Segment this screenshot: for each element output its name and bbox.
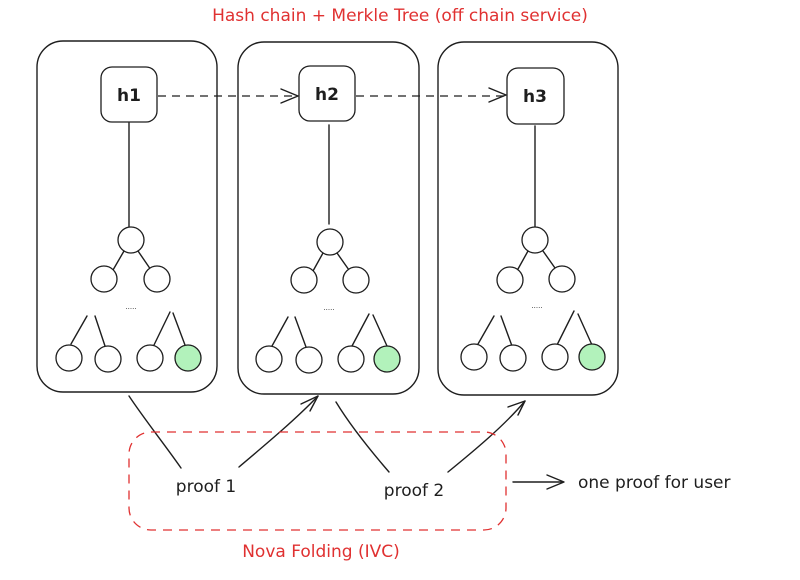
- merkle-leaf: [460, 343, 488, 371]
- merkle-leaf: [255, 345, 283, 373]
- block-2-container: [237, 41, 420, 395]
- hash-label-h1: h1: [117, 86, 141, 106]
- merkle-leaf: [295, 346, 323, 374]
- proof-1-label: proof 1: [176, 477, 236, 497]
- merkle-root-node: [316, 228, 344, 256]
- tree-edge: [70, 315, 88, 345]
- arrow-head-icon: [546, 474, 565, 490]
- tree-edge: [94, 315, 106, 347]
- merkle-inner-node: [548, 265, 576, 293]
- merkle-leaf: [541, 343, 569, 371]
- merkle-leaf: [94, 345, 122, 373]
- tree-edge: [517, 250, 529, 270]
- arrow-line: [447, 400, 526, 473]
- tree-edge: [336, 252, 350, 271]
- tree-edge: [271, 316, 289, 347]
- block-1-container: [36, 40, 218, 393]
- block-2: h2 .....: [237, 41, 420, 395]
- tree-edge: [477, 315, 495, 345]
- tree-edge: [372, 314, 388, 347]
- folding-group-label: Nova Folding (IVC): [242, 542, 400, 562]
- merkle-root-node: [521, 226, 549, 254]
- tree-edge: [577, 313, 593, 346]
- merkle-leaf-highlighted: [578, 343, 606, 371]
- tree-edge: [542, 250, 556, 269]
- block-3-container: [437, 41, 619, 396]
- arrow-head-icon: [280, 88, 299, 104]
- tree-edge: [312, 252, 324, 272]
- tree-ellipsis: .....: [323, 304, 334, 312]
- merkle-leaf: [136, 344, 164, 372]
- hash-chain-arrow-h2-h3: [356, 87, 507, 103]
- tree-edge: [153, 311, 171, 346]
- tree-edge: [556, 310, 575, 346]
- hash-chain-arrow-h1-h2: [158, 88, 299, 104]
- block-1: h1 .....: [36, 40, 218, 393]
- tree-ellipsis: .....: [125, 303, 136, 311]
- merkle-inner-node: [290, 266, 318, 294]
- output-label: one proof for user: [578, 473, 731, 493]
- tree-edge: [500, 315, 513, 347]
- merkle-root-node: [117, 226, 145, 254]
- hash-label-h3: h3: [523, 87, 547, 107]
- tree-edge: [172, 312, 186, 346]
- diagram-title: Hash chain + Merkle Tree (off chain serv…: [212, 6, 588, 26]
- hash-label-h2: h2: [315, 85, 339, 105]
- merkle-inner-node: [143, 265, 171, 293]
- tree-ellipsis: .....: [531, 302, 542, 310]
- block-3: h3 .....: [437, 41, 619, 396]
- tree-edge: [351, 313, 370, 347]
- arrow-head-icon: [488, 87, 507, 103]
- merkle-inner-node: [90, 265, 118, 293]
- proof-2-label: proof 2: [384, 481, 444, 501]
- merkle-leaf: [55, 344, 83, 372]
- tree-edge: [137, 250, 152, 271]
- merkle-leaf: [499, 344, 527, 372]
- merkle-inner-node: [496, 266, 524, 294]
- hash-node-h3: [506, 67, 565, 125]
- hash-node-h1: [100, 66, 158, 123]
- output-arrow: [512, 474, 565, 490]
- merkle-leaf-highlighted: [174, 344, 202, 372]
- proof-2-input-line: [335, 401, 390, 473]
- arrow-head-icon: [300, 395, 319, 412]
- tree-edge: [294, 316, 307, 348]
- arrow-head-icon: [507, 400, 526, 416]
- merkle-inner-node: [342, 266, 370, 294]
- merkle-leaf: [337, 345, 365, 373]
- hash-node-h2: [298, 65, 356, 122]
- proof-2-output-arrow: [447, 400, 526, 473]
- nova-folding-group: [128, 431, 507, 531]
- merkle-leaf-highlighted: [373, 345, 401, 373]
- tree-edge: [112, 250, 125, 271]
